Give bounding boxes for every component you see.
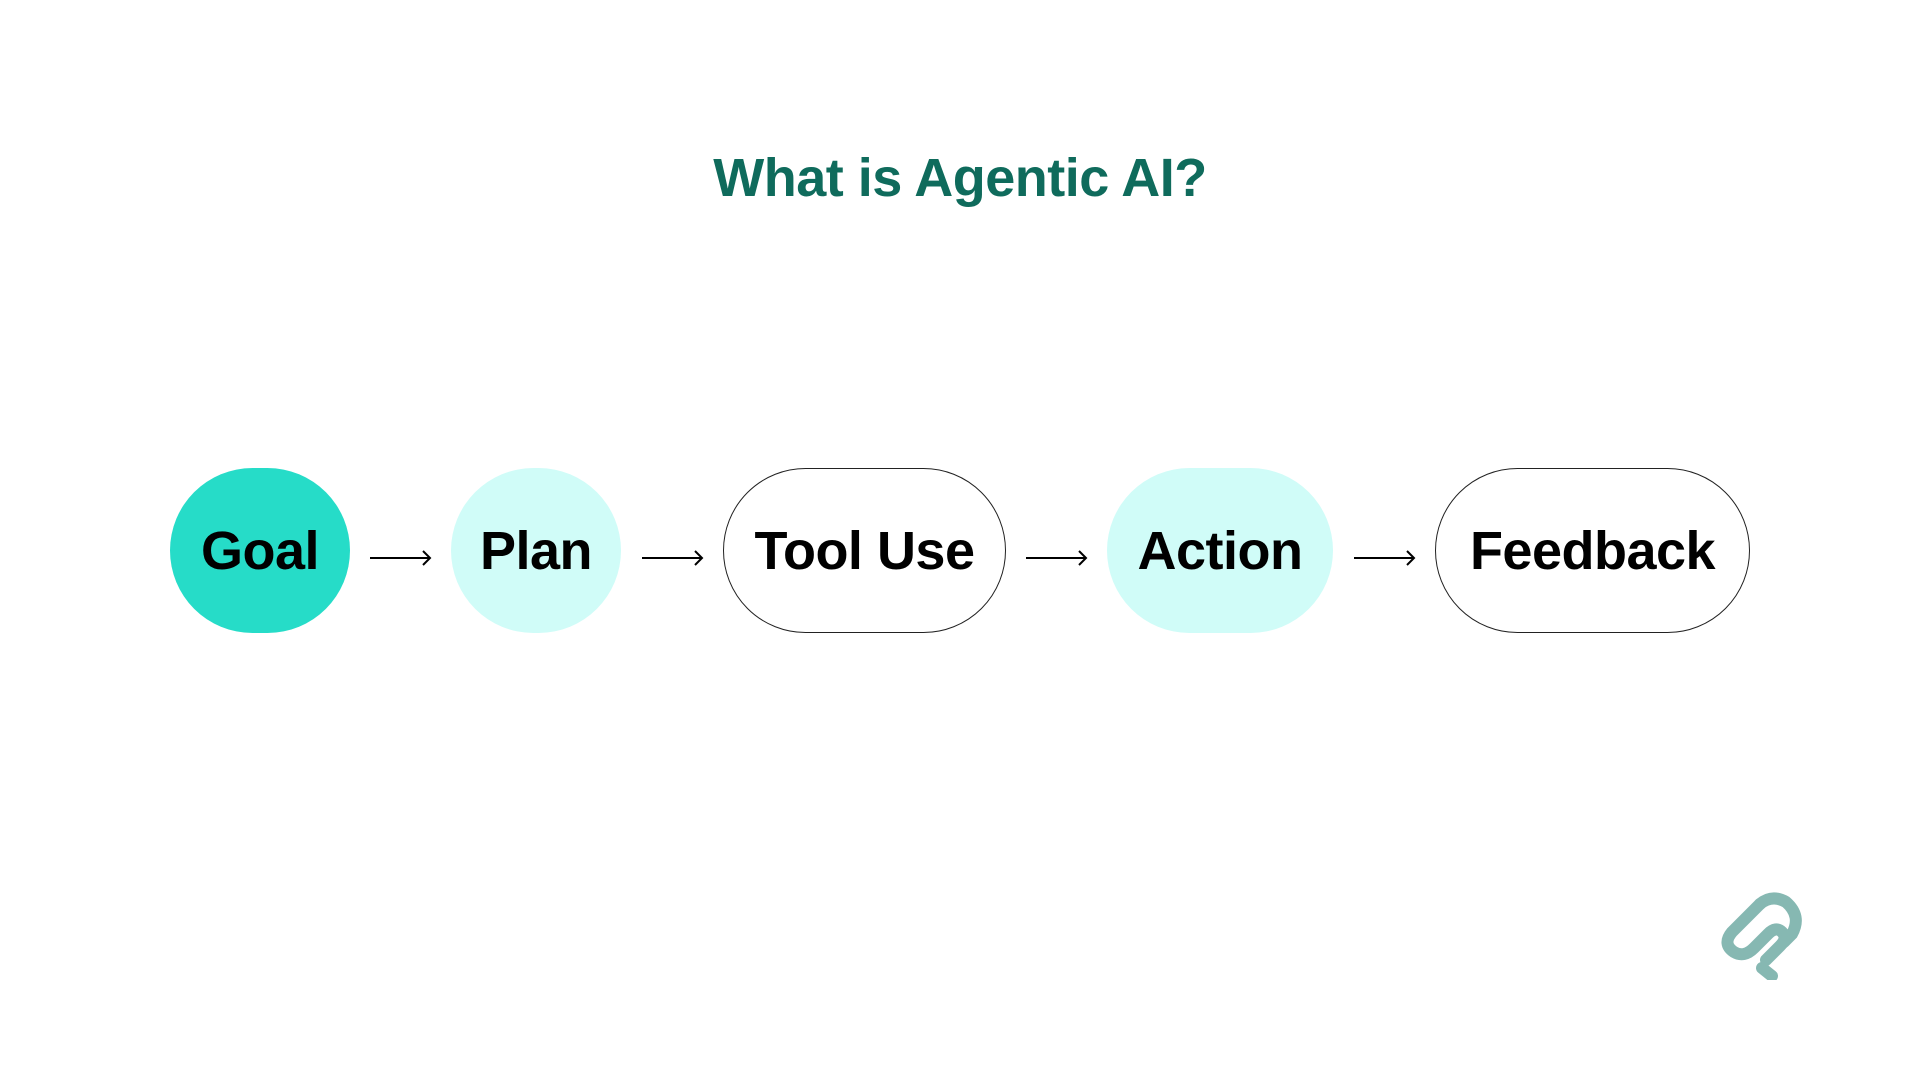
flow-node-label: Action	[1137, 520, 1304, 581]
arrow-right-icon	[1354, 550, 1416, 566]
flow-node-feedback: Feedback	[1435, 468, 1750, 633]
flow-node-goal: Goal	[170, 468, 350, 633]
brand-logo-icon	[1721, 892, 1802, 980]
flow-node-label: Tool Use	[754, 520, 975, 581]
flow-node-label: Feedback	[1469, 520, 1716, 581]
flow-node-plan: Plan	[451, 468, 621, 633]
flow-node-action: Action	[1107, 468, 1333, 633]
arrow-right-icon	[642, 550, 704, 566]
arrow-right-icon	[370, 550, 432, 566]
flow-node-label: Plan	[479, 520, 593, 581]
page-title: What is Agentic AI?	[713, 148, 1207, 208]
flow-node-label: Goal	[200, 520, 320, 581]
flow-node-tool-use: Tool Use	[723, 468, 1006, 633]
arrow-right-icon	[1026, 550, 1088, 566]
